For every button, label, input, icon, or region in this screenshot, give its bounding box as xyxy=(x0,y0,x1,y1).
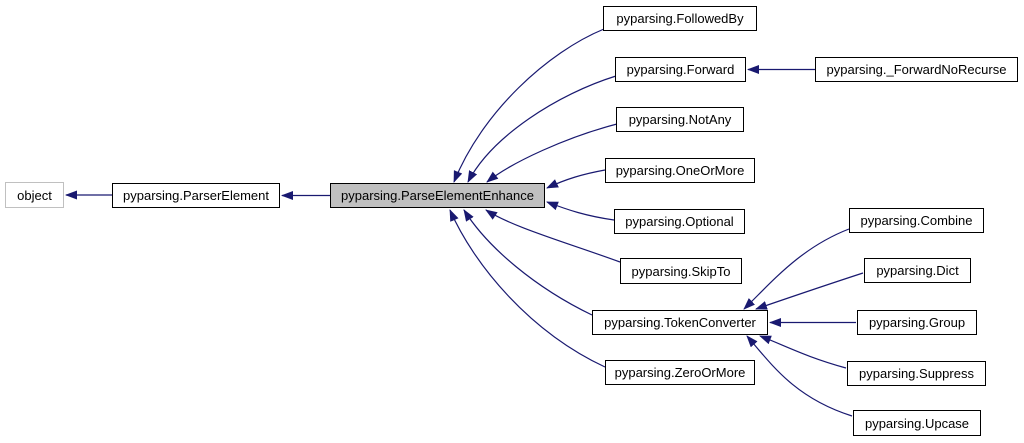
node-object-label: object xyxy=(17,187,52,203)
edge-dict-to-tokenconverter xyxy=(755,272,864,310)
node-followed-by[interactable]: pyparsing.FollowedBy xyxy=(603,6,757,31)
node-token-converter-label: pyparsing.TokenConverter xyxy=(604,315,756,330)
node-not-any-label: pyparsing.NotAny xyxy=(628,112,732,127)
node-forward[interactable]: pyparsing.Forward xyxy=(615,57,746,82)
node-parse-element-enhance-label: pyparsing.ParseElementEnhance xyxy=(341,188,534,203)
node-suppress[interactable]: pyparsing.Suppress xyxy=(847,361,986,386)
node-parser-element[interactable]: pyparsing.ParserElement xyxy=(112,183,280,208)
edge-oneormore-to-parseelementenhance xyxy=(546,169,606,189)
node-group-label: pyparsing.Group xyxy=(868,315,966,330)
node-suppress-label: pyparsing.Suppress xyxy=(859,366,974,381)
node-upcase[interactable]: pyparsing.Upcase xyxy=(853,410,981,436)
node-skip-to-label: pyparsing.SkipTo xyxy=(631,263,731,279)
node-object: object xyxy=(5,182,64,208)
node-upcase-label: pyparsing.Upcase xyxy=(864,415,970,431)
node-parse-element-enhance: pyparsing.ParseElementEnhance xyxy=(330,183,545,208)
edge-zeroormore-to-parseelementenhance xyxy=(449,209,606,368)
edge-tokenconverter-to-parseelementenhance xyxy=(463,209,593,316)
node-followed-by-label: pyparsing.FollowedBy xyxy=(616,11,744,26)
edge-forward-to-parseelementenhance xyxy=(467,75,617,183)
node-combine[interactable]: pyparsing.Combine xyxy=(849,208,984,233)
node-zero-or-more-label: pyparsing.ZeroOrMore xyxy=(614,365,746,380)
node-dict-label: pyparsing.Dict xyxy=(876,263,959,278)
edge-upcase-to-tokenconverter xyxy=(746,335,853,417)
edge-notany-to-parseelementenhance xyxy=(486,123,618,183)
node-parser-element-label: pyparsing.ParserElement xyxy=(123,188,269,203)
node-optional-label: pyparsing.Optional xyxy=(625,214,734,229)
node-forward-label: pyparsing.Forward xyxy=(626,62,735,77)
node-optional[interactable]: pyparsing.Optional xyxy=(614,209,745,234)
node-token-converter[interactable]: pyparsing.TokenConverter xyxy=(592,310,768,335)
node-forward-no-recurse[interactable]: pyparsing._ForwardNoRecurse xyxy=(815,57,1018,82)
node-not-any[interactable]: pyparsing.NotAny xyxy=(616,107,744,132)
node-one-or-more-label: pyparsing.OneOrMore xyxy=(615,163,745,178)
node-combine-label: pyparsing.Combine xyxy=(860,213,973,228)
edge-followedby-to-parseelementenhance xyxy=(453,28,605,183)
node-skip-to[interactable]: pyparsing.SkipTo xyxy=(620,258,742,284)
edge-suppress-to-tokenconverter xyxy=(759,335,847,369)
node-dict[interactable]: pyparsing.Dict xyxy=(864,258,971,283)
node-group[interactable]: pyparsing.Group xyxy=(857,310,977,335)
edge-optional-to-parseelementenhance xyxy=(546,201,615,221)
edge-combine-to-tokenconverter xyxy=(743,228,850,310)
edge-skipto-to-parseelementenhance xyxy=(485,209,621,263)
node-one-or-more[interactable]: pyparsing.OneOrMore xyxy=(605,158,755,183)
node-forward-no-recurse-label: pyparsing._ForwardNoRecurse xyxy=(826,62,1007,77)
node-zero-or-more[interactable]: pyparsing.ZeroOrMore xyxy=(605,360,755,385)
